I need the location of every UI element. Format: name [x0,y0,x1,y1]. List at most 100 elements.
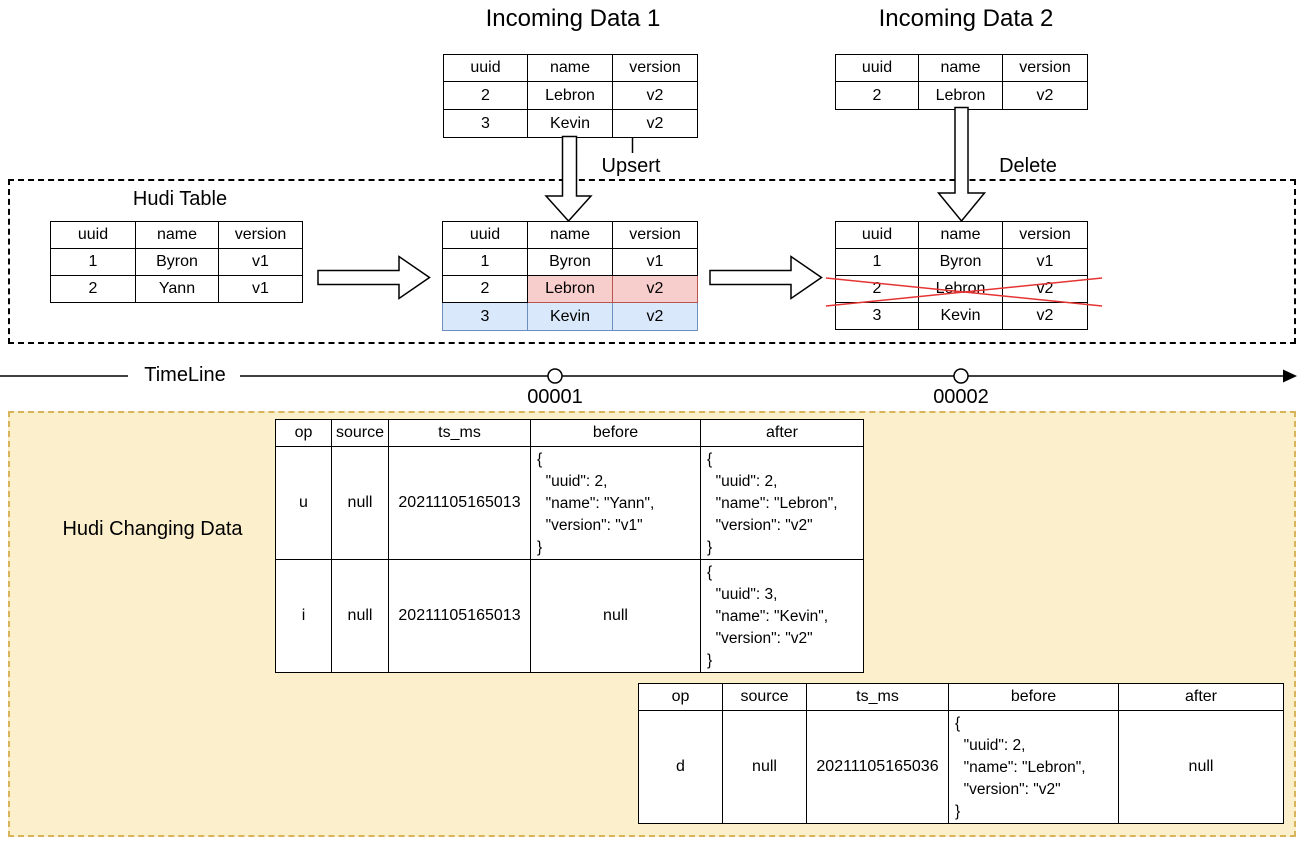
data-cell: Byron [918,248,1003,276]
data-cell: i [275,559,332,673]
header-cell: before [948,683,1119,711]
table-row: 1 Byron v1 [50,248,303,276]
data-cell: null [530,559,701,673]
data-cell: Lebron [918,81,1003,110]
json-cell: { "uuid": 2, "name": "Yann", "version": … [530,446,701,560]
incoming-data-1-table: uuid name version 2 Lebron v2 3 Kevin v2 [443,54,698,138]
table-row: uuid name version [442,221,698,249]
table-row: i null 20211105165013 null { "uuid": 3, … [275,559,864,673]
data-cell: 2 [835,275,919,303]
header-cell: ts_ms [388,419,531,447]
table-row: u null 20211105165013 { "uuid": 2, "name… [275,446,864,560]
header-cell: op [275,419,332,447]
header-cell: uuid [835,54,919,82]
json-cell: { "uuid": 3, "name": "Kevin", "version":… [700,559,864,673]
header-cell: version [1002,54,1088,82]
header-cell: after [700,419,864,447]
json-cell: { "uuid": 2, "name": "Lebron", "version"… [948,710,1119,824]
hudi-changing-data-title: Hudi Changing Data [62,518,243,540]
cdc-table-commit-00002: op source ts_ms before after d null 2021… [638,683,1284,824]
data-cell: v2 [1002,81,1088,110]
inserted-row: 3 Kevin v2 [442,302,698,331]
data-cell: v2 [612,109,698,138]
header-cell: before [530,419,701,447]
inserted-cell: v2 [612,302,698,331]
table-row: uuid name version [50,221,303,249]
inserted-cell: 3 [442,302,528,331]
incoming-data-1-title: Incoming Data 1 [485,5,661,32]
data-cell: v1 [1002,248,1088,276]
timeline-commit-00002-marker [953,368,969,384]
table-row: op source ts_ms before after [275,419,864,447]
upsert-label: Upsert [601,155,661,177]
table-row: op source ts_ms before after [638,683,1284,711]
data-cell: 3 [443,109,528,138]
updated-cell: Lebron [527,275,613,303]
data-cell: null [1118,710,1284,824]
timeline-commit-00001-marker [547,368,563,384]
table-row: uuid name version [835,221,1088,249]
data-cell: null [722,710,807,824]
data-cell: u [275,446,332,560]
data-cell: 2 [442,275,528,303]
data-cell: v2 [1002,302,1088,330]
data-cell: Lebron [527,81,613,110]
header-cell: uuid [442,221,528,249]
data-cell: Lebron [918,275,1003,303]
data-cell: v2 [612,81,698,110]
updated-cell: v2 [612,275,698,303]
timeline-commit-00001-label: 00001 [527,386,583,408]
data-cell: null [331,446,389,560]
data-cell: 20211105165013 [388,559,531,673]
table-row: 2 Lebron v2 [443,81,698,110]
table-row: 2 Lebron v2 [442,275,698,303]
data-cell: v1 [218,248,303,276]
table-row: 1 Byron v1 [442,248,698,276]
incoming-data-2-title: Incoming Data 2 [878,5,1054,32]
header-cell: uuid [443,54,528,82]
table-row: d null 20211105165036 { "uuid": 2, "name… [638,710,1284,824]
header-cell: uuid [835,221,919,249]
hudi-table-before: uuid name version 1 Byron v1 2 Yann v1 [50,221,303,303]
data-cell: 1 [442,248,528,276]
incoming-data-2-table: uuid name version 2 Lebron v2 [835,54,1088,110]
data-cell: 20211105165013 [388,446,531,560]
header-cell: source [331,419,389,447]
data-cell: v1 [218,275,303,303]
data-cell: v2 [1002,275,1088,303]
data-cell: Yann [135,275,219,303]
header-cell: version [612,54,698,82]
cdc-table-commit-00001: op source ts_ms before after u null 2021… [275,419,864,673]
table-row: 3 Kevin v2 [443,109,698,138]
table-row: 3 Kevin v2 [835,302,1088,330]
timeline-arrowhead-icon [1283,369,1297,383]
hudi-table-dashed-box [8,179,1296,344]
data-cell: Byron [135,248,219,276]
header-cell: name [527,54,613,82]
table-row: 2 Lebron v2 [835,81,1088,110]
header-cell: name [527,221,613,249]
data-cell: v1 [612,248,698,276]
data-cell: 20211105165036 [806,710,949,824]
header-cell: source [722,683,807,711]
header-cell: name [918,221,1003,249]
json-cell: { "uuid": 2, "name": "Lebron", "version"… [700,446,864,560]
header-cell: uuid [50,221,136,249]
header-cell: name [135,221,219,249]
table-row: uuid name version [443,54,698,82]
inserted-cell: Kevin [527,302,613,331]
data-cell: Kevin [918,302,1003,330]
data-cell: d [638,710,723,824]
data-cell: 2 [50,275,136,303]
header-cell: name [918,54,1003,82]
timeline-commit-00002-label: 00002 [933,386,989,408]
data-cell: Kevin [527,109,613,138]
hudi-table-after-delete: uuid name version 1 Byron v1 2 Lebron v2… [835,221,1088,330]
data-cell: 1 [835,248,919,276]
header-cell: op [638,683,723,711]
table-row: 1 Byron v1 [835,248,1088,276]
header-cell: version [218,221,303,249]
data-cell: 3 [835,302,919,330]
deleted-row: 2 Lebron v2 [835,275,1088,303]
